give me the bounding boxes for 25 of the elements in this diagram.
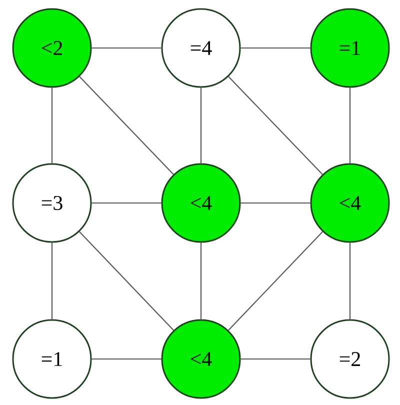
connector-line <box>200 88 202 164</box>
circle-node: =3 <box>12 163 92 243</box>
connector-line <box>349 88 351 164</box>
connector-line <box>92 358 162 360</box>
circle-node: <4 <box>310 163 390 243</box>
connector-line <box>92 47 162 49</box>
connector-line <box>51 88 53 164</box>
connector-line <box>228 76 323 175</box>
connector-line <box>240 202 310 204</box>
connector-line <box>240 47 310 49</box>
connector-line <box>240 358 310 360</box>
connector-line <box>79 76 174 175</box>
circle-node: =1 <box>12 319 92 399</box>
circle-node: <2 <box>12 8 92 88</box>
circle-node: =4 <box>161 8 241 88</box>
circle-node: =2 <box>310 319 390 399</box>
connector-line <box>228 231 323 331</box>
connector-line <box>349 242 351 320</box>
connector-line <box>200 242 202 320</box>
connector-line <box>51 242 53 320</box>
circle-node: <4 <box>161 319 241 399</box>
connector-line <box>92 202 162 204</box>
connector-line <box>79 231 174 331</box>
circle-node: =1 <box>310 8 390 88</box>
circle-node: <4 <box>161 163 241 243</box>
